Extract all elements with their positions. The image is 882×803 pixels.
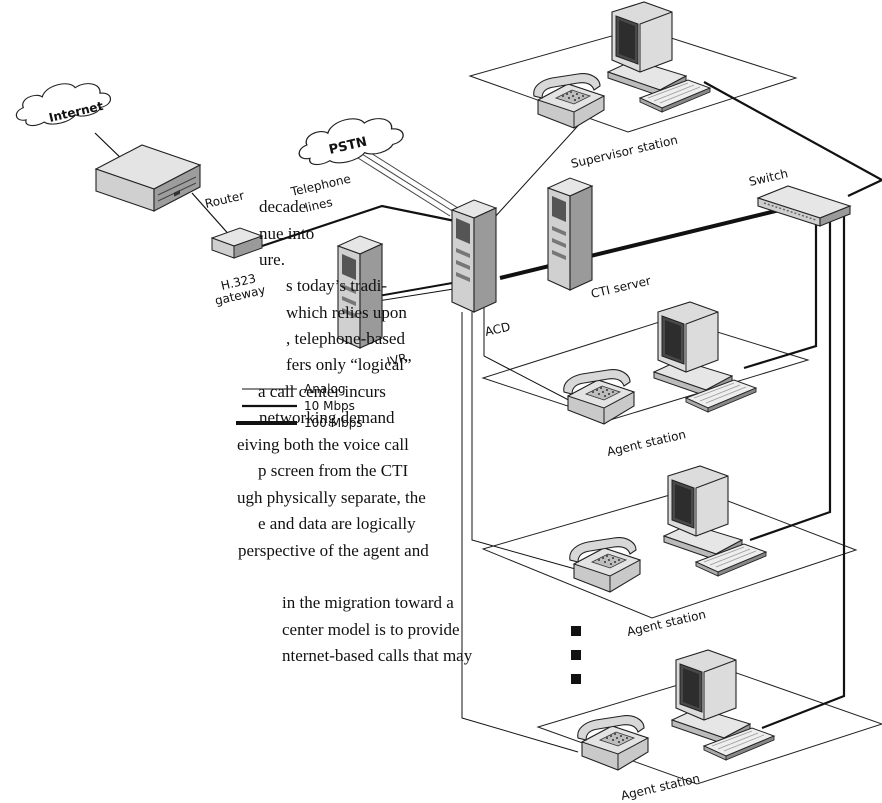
telephone-lines [357,149,459,217]
gateway-acd-link [261,204,461,248]
cti-server-label: CTI server [590,274,653,301]
body-text-line: ure. [259,250,285,269]
body-text-line: s today’s tradi- [286,276,388,295]
agent-2-computer-icon [663,465,767,577]
switch-label: Switch [748,166,790,189]
agent-3-telephone-icon [577,715,649,771]
agent-1-computer-icon [653,301,757,413]
body-text-line: which relies upon [286,303,407,322]
supervisor-station-label: Supervisor station [570,133,680,171]
telephone-lines-label-2: lines [304,195,334,215]
body-text-line: fers only “logical” [286,355,412,374]
body-text-line: eiving both the voice call [237,435,409,454]
router-gateway-link [191,192,233,239]
legend-100mbps-label: 100 Mbps [304,416,363,430]
body-text-line: a call center incurs [258,382,386,401]
router-label: Router [204,188,246,211]
agent-3-computer-icon [671,649,775,761]
body-text-line: perspective of the agent and [238,541,429,560]
legend: Analog 10 Mbps 100 Mbps [236,382,363,430]
body-text-line: in the migration toward a [282,593,454,612]
backbone-link [499,204,797,280]
agent-platform-3 [536,669,882,785]
acd-label: ACD [484,320,512,339]
body-text-line: nue into [259,224,315,243]
ivr-acd-link-a [377,281,459,297]
agent-station-1-label: Agent station [606,427,688,459]
legend-analog-label: Analog [304,382,345,396]
agent-platform-1 [481,317,810,421]
ivr-label: IVR [386,351,409,369]
gateway-icon [210,227,264,259]
body-text-line: ugh physically separate, the [237,488,426,507]
agent-platform-2 [481,487,858,619]
agent-station-3-label: Agent station [620,771,702,803]
vertical-ellipsis-icon [571,626,581,684]
supervisor-computer-icon [607,1,711,113]
body-text-line: nternet-based calls that may [282,646,473,665]
supervisor-switch-link [703,81,882,197]
body-text-line: p screen from the CTI [258,461,409,480]
body-text-line: networking demand [259,408,395,427]
ivr-acd-link-b [377,287,461,302]
agent-2-telephone-icon [569,537,641,593]
router-icon [94,144,202,212]
body-text-line: , telephone-based [286,329,405,348]
cti-server-icon [547,177,593,291]
network-switch-icon [756,185,852,227]
legend-10mbps-label: 10 Mbps [304,399,355,413]
body-text-line: e and data are logically [258,514,416,533]
analog-agent-lines [461,308,587,753]
body-text-line: center model is to provide [282,620,460,639]
acd-tower-icon [451,199,497,313]
switch-agent-lines [743,216,846,730]
body-text-line: decade [259,197,307,216]
